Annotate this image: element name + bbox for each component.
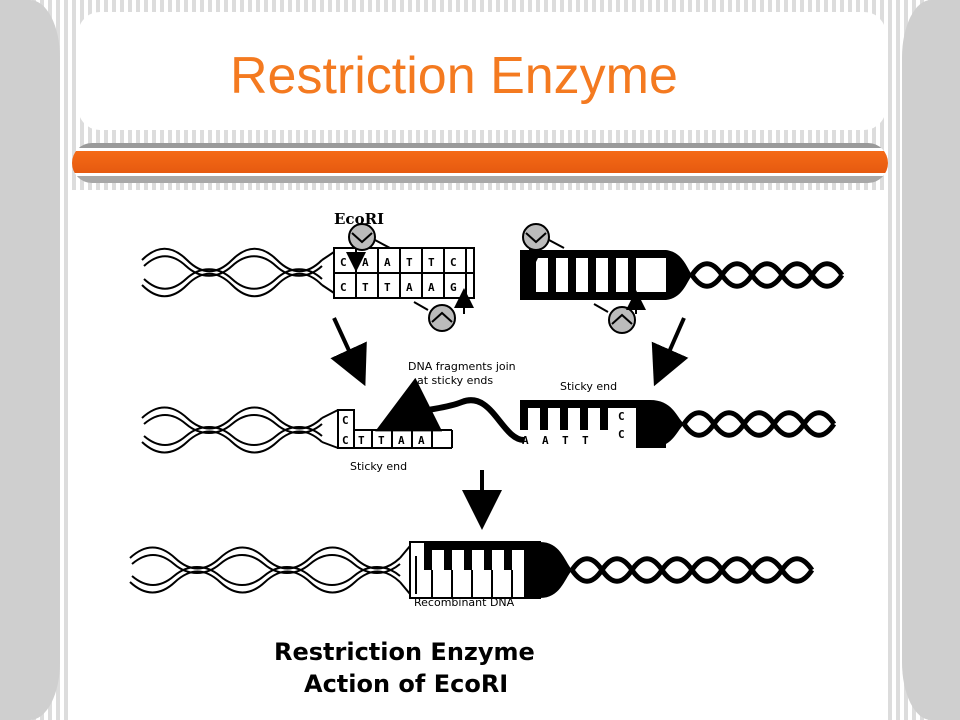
enzyme-icon <box>593 290 646 334</box>
helix-right-row3 <box>569 556 815 584</box>
base-label: T <box>378 434 385 447</box>
recombinant-ladder <box>409 541 572 599</box>
ladder-right-row1 <box>520 250 692 300</box>
join-label-line1: DNA fragments join <box>408 360 516 373</box>
base-label: A <box>398 434 405 447</box>
helix-right-row1 <box>689 261 845 289</box>
base-label: T <box>582 434 589 447</box>
base-label: C <box>450 256 457 269</box>
helix-left-row3 <box>129 545 411 595</box>
base-label: A <box>384 256 391 269</box>
join-label-line2: at sticky ends <box>417 374 493 387</box>
base-label: T <box>362 281 369 294</box>
left-fragment-row2 <box>337 409 453 449</box>
arrow-down-right <box>651 317 689 387</box>
enzyme-icon <box>413 288 474 332</box>
base-label: T <box>384 281 391 294</box>
base-label: A <box>418 434 425 447</box>
helix-left-row2 <box>141 406 339 454</box>
base-label: A <box>406 281 413 294</box>
base-label: G <box>450 281 457 294</box>
left-decorative-tab <box>0 0 60 720</box>
sticky-end-label-right: Sticky end <box>560 380 617 393</box>
base-label: C <box>618 410 625 423</box>
sticky-end-label-left: Sticky end <box>350 460 407 473</box>
base-label: T <box>428 256 435 269</box>
base-label: C <box>340 281 347 294</box>
helix-left-row1 <box>141 247 335 298</box>
base-label: C <box>618 428 625 441</box>
recombinant-label: Recombinant DNA <box>414 596 515 609</box>
base-label: C <box>340 256 347 269</box>
base-label: T <box>406 256 413 269</box>
base-label: C <box>342 434 349 447</box>
caption-line2: Action of EcoRI <box>304 670 508 698</box>
base-label: A <box>362 256 369 269</box>
right-fragment-row2 <box>520 400 684 448</box>
base-label: A <box>522 434 529 447</box>
base-label: T <box>562 434 569 447</box>
right-fragment-bases: A A T T C C <box>522 410 625 447</box>
join-arrow <box>375 377 525 443</box>
title-panel <box>78 12 886 130</box>
left-fragment-bases: C C T T A A <box>342 414 425 447</box>
enzyme-label: EcoRI <box>334 210 384 228</box>
enzyme-icon <box>346 223 391 272</box>
helix-right-row2 <box>681 410 837 438</box>
slide-title: Restriction Enzyme <box>230 47 678 105</box>
ecori-diagram: C A A T T C C T T A A G EcoRI <box>129 210 845 698</box>
arrow-down-left <box>330 317 367 387</box>
base-label: A <box>428 281 435 294</box>
right-decorative-tab <box>902 0 960 720</box>
base-label: C <box>342 414 349 427</box>
bottom-left-bases: C T T A A G <box>340 281 457 294</box>
base-label: T <box>358 434 365 447</box>
caption-line1: Restriction Enzyme <box>274 638 535 666</box>
title-underline-bar <box>72 143 888 183</box>
base-label: A <box>542 434 549 447</box>
enzyme-icon <box>520 223 565 274</box>
